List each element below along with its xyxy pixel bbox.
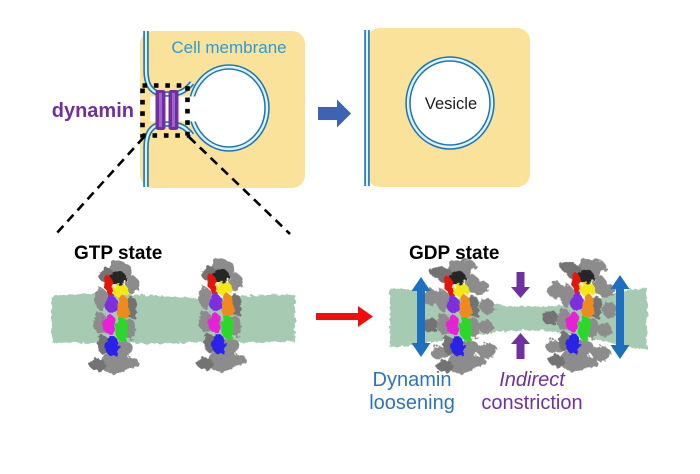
cell-membrane-label: Cell membrane bbox=[171, 38, 287, 57]
vesicle-outline bbox=[405, 56, 495, 150]
gtp-state-label: GTP state bbox=[74, 243, 163, 264]
gtp-membrane-tube bbox=[52, 293, 295, 344]
gdp-state-rendering bbox=[390, 254, 647, 376]
indirect-constriction-line2: constriction bbox=[481, 391, 583, 414]
dynamin-loosening-label: Dynamin loosening bbox=[349, 369, 475, 414]
gtp-state-rendering bbox=[52, 256, 295, 374]
gdp-state-label: GDP state bbox=[409, 243, 500, 264]
loosening-arrow-icon bbox=[411, 277, 431, 357]
budding-vesicle bbox=[188, 64, 270, 152]
dynamin-loosening-line2: loosening bbox=[369, 391, 455, 414]
indirect-constriction-line1: Indirect bbox=[499, 369, 565, 391]
cell-before-panel bbox=[55, 31, 305, 235]
dynamin-protein-bars bbox=[155, 90, 179, 130]
zoom-callout-line-right bbox=[188, 136, 291, 235]
vesicle-label: Vesicle bbox=[424, 95, 478, 113]
cell-after-panel bbox=[364, 28, 530, 187]
zoom-region-box bbox=[140, 83, 190, 138]
loosening-arrow-icon bbox=[610, 275, 630, 359]
constriction-arrow-up-icon bbox=[511, 333, 530, 359]
constriction-arrow-down-icon bbox=[511, 272, 530, 298]
dynamin-label: dynamin bbox=[51, 100, 134, 122]
transition-arrow-icon bbox=[318, 99, 351, 128]
state-transition-arrow-icon bbox=[316, 306, 373, 327]
zoom-callout-line-left bbox=[55, 136, 145, 235]
dynamin-loosening-line1: Dynamin bbox=[372, 369, 452, 391]
indirect-constriction-label: Indirect constriction bbox=[462, 369, 602, 414]
